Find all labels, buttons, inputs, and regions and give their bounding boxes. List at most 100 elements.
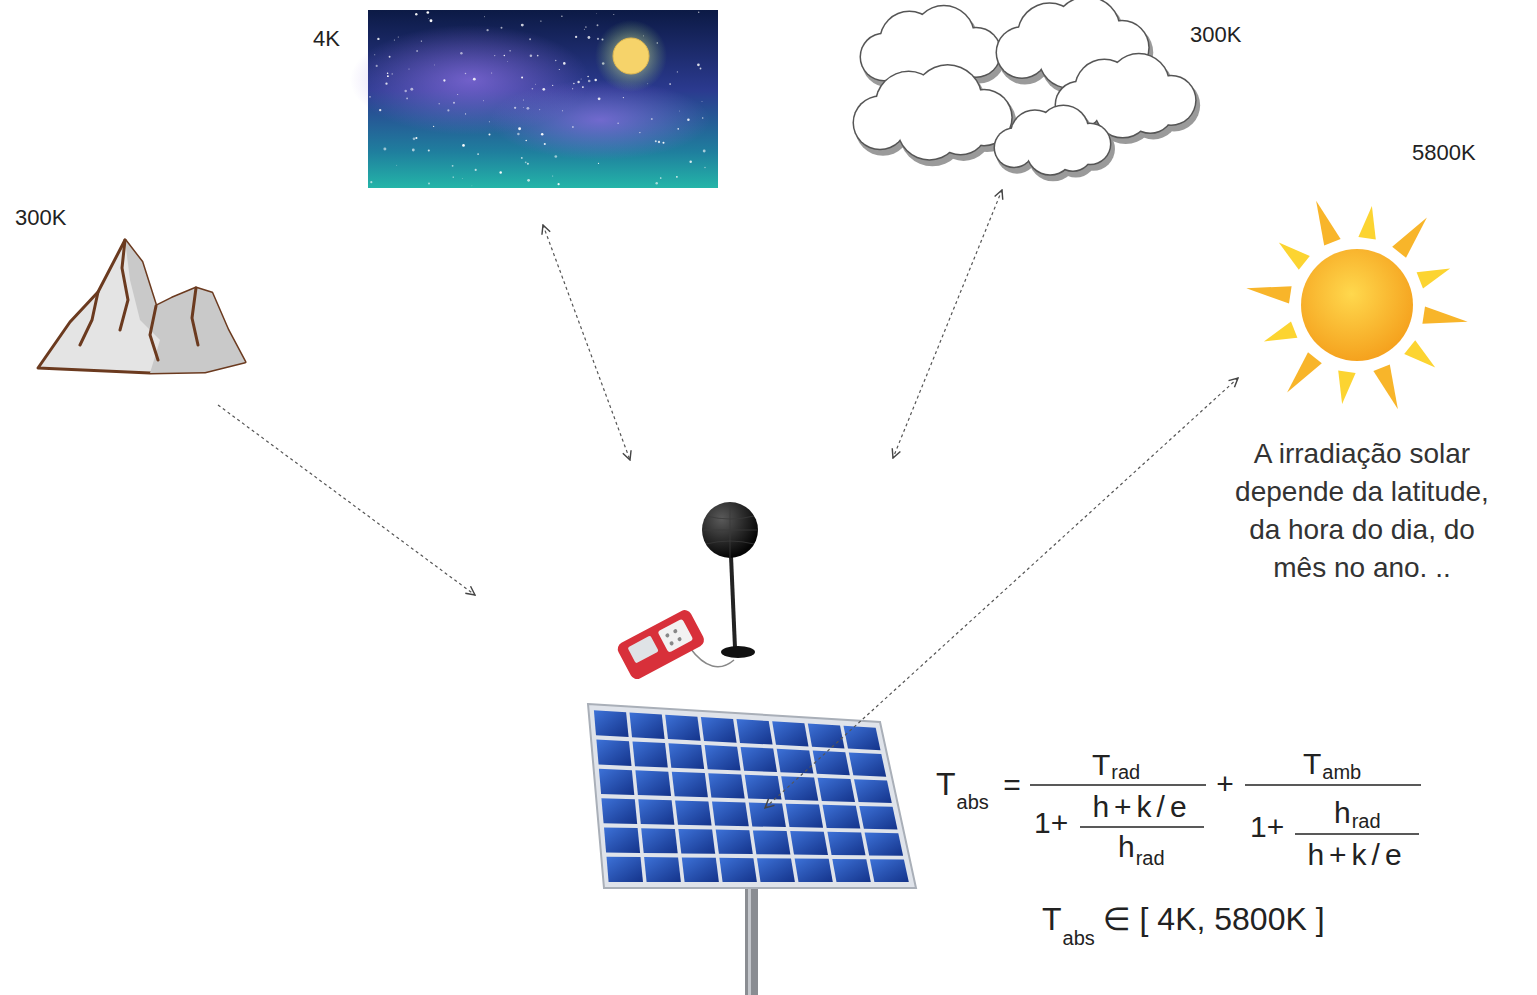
solar-cell [641,828,678,853]
star [639,132,640,133]
solar-cell [672,772,708,798]
star [554,155,557,158]
solar-cell [827,832,865,856]
star [394,40,395,41]
star [658,141,660,143]
solar-cell [781,776,818,801]
meter-screen [627,635,658,663]
star [521,24,524,27]
star [408,69,409,70]
solar-cell [823,805,861,829]
mountain-shade [125,240,245,373]
illustrated-item: 5800KA irradiação solar depende da latit… [1190,130,1535,591]
star [430,19,433,22]
formula-symbol: h [1118,832,1135,862]
star [443,79,445,81]
star [471,185,473,187]
star [542,88,545,91]
formula-subscript: rad [1352,811,1381,831]
star [588,36,591,39]
star [582,86,584,88]
star [527,179,530,182]
star [387,75,389,77]
globe-thermometer [615,502,758,681]
nebula [490,80,710,160]
star [486,29,488,31]
star [561,15,563,17]
solar-cell [818,778,855,802]
star [415,137,417,139]
formula-symbol: T [1303,749,1321,779]
star [532,88,534,90]
star [598,97,601,100]
formula-symbol: h [1334,798,1351,828]
star [518,127,521,130]
formula-subscript: rad [1111,762,1140,782]
star [482,100,484,102]
solar-cell [844,726,881,751]
star [521,157,523,159]
meter-body [615,608,706,682]
star [489,121,490,122]
arrow-sky [543,225,630,460]
star [669,83,671,85]
sun-rays [1246,201,1467,410]
formula-symbol: T [1042,903,1062,935]
solar-cell [865,833,904,856]
solar-cell [607,857,644,882]
star [465,113,466,114]
star [585,26,587,28]
solar-cell [737,719,773,745]
star [433,126,434,127]
temperature-label: 300K [1190,22,1241,48]
star [499,171,501,173]
clouds-drawing [853,0,1201,181]
star [555,60,557,62]
star [389,56,391,58]
sun-ray [1417,269,1451,289]
panel-pole [745,888,758,995]
star [527,163,529,165]
fraction-bar [1030,784,1206,786]
star [594,79,596,81]
solar-cell [665,715,700,741]
star [438,103,440,105]
sun-drawing [1246,201,1467,410]
star [677,71,678,72]
star [702,117,704,119]
mountain-drawing [38,240,245,373]
star [413,137,416,140]
star [457,94,458,95]
star [573,83,574,84]
star [541,133,544,136]
star [369,96,371,98]
star [521,77,523,79]
star [404,90,406,92]
solar-cell [708,773,744,798]
cloud-fill [1054,133,1092,171]
star [597,38,599,40]
star [374,54,375,55]
star [370,181,372,183]
star [530,54,533,57]
formula-expression: h+k/e [1092,792,1191,822]
star [426,11,429,14]
star [613,14,614,15]
star [687,118,690,121]
star [379,109,381,111]
solar-cell [633,741,668,767]
meter-keys [657,618,693,652]
formula-range-expression: ∈ [ 4K, 5800K ] [1103,903,1325,935]
star [575,36,577,38]
meter-device [615,608,706,682]
sun-ray [1404,340,1435,367]
sun-ray [1316,201,1341,246]
star [563,62,566,65]
star [483,16,485,18]
fraction-bar [1245,784,1421,786]
star [501,27,503,29]
star [494,55,495,56]
star [572,126,574,128]
